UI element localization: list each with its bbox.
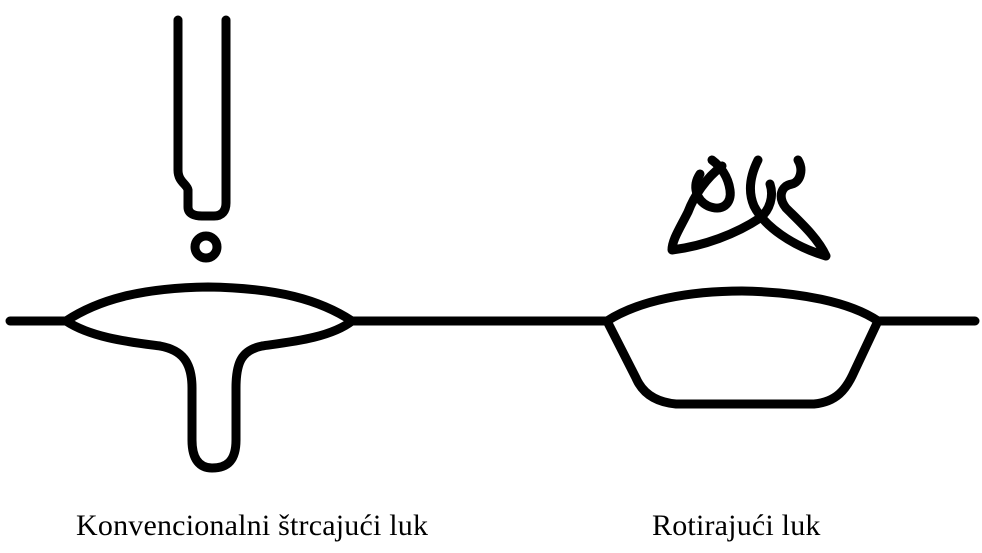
weld-bead-rotating [602,286,883,409]
electrode-conventional [173,15,231,221]
weld-bead-conventional [61,282,357,473]
electrode-rotating-right [746,155,831,261]
droplet-conventional [190,231,222,263]
caption-conventional-arc: Konvencionalni štrcajući luk [76,509,429,542]
electrode-rotating-inner [691,155,735,213]
electrode-rotating-left [667,161,777,255]
caption-rotating-arc: Rotirajući luk [652,509,821,542]
